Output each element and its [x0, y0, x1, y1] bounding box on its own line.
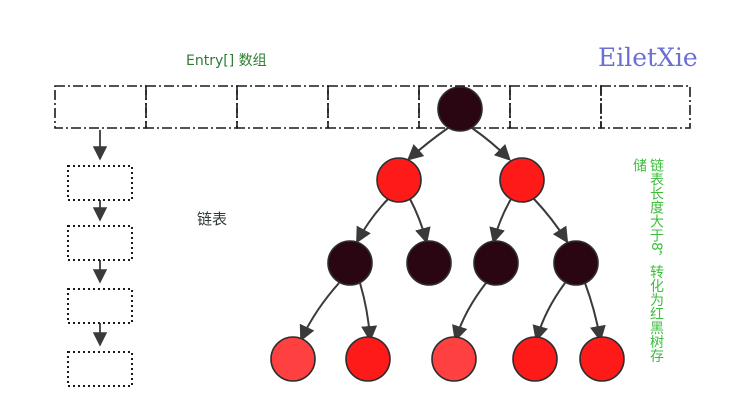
tree-node-red [512, 336, 558, 382]
tree-conversion-note: 链表长度大于8，转化为红黑树存储 [631, 158, 664, 363]
array-slot [236, 85, 329, 129]
red-black-tree [270, 86, 625, 382]
tree-node-black [327, 240, 373, 286]
tree-node-red [270, 336, 316, 382]
tree-edge [489, 198, 512, 244]
tree-edge [356, 198, 389, 244]
list-node [67, 225, 133, 261]
tree-node-red [345, 336, 391, 382]
array-slot [418, 85, 511, 129]
tree-edge [584, 282, 606, 342]
tree-node-red [579, 336, 625, 382]
tree-node-red [431, 336, 477, 382]
list-node [67, 288, 133, 324]
tree-edge [533, 198, 569, 244]
array-slot [509, 85, 602, 129]
tree-edge [359, 282, 378, 342]
tree-node-black [473, 240, 519, 286]
list-node [67, 351, 133, 387]
tree-edge [299, 282, 340, 342]
array-slot [600, 85, 691, 129]
linked-list [67, 130, 133, 387]
tree-node-black [553, 240, 599, 286]
array-slot [54, 85, 147, 129]
tree-node-black [437, 86, 483, 132]
array-title: Entry[] 数组 [186, 53, 267, 69]
watermark: EiletXie [598, 43, 698, 72]
tree-node-red [376, 157, 422, 203]
entry-array [54, 85, 691, 129]
array-slot [145, 85, 238, 129]
tree-edge [409, 198, 431, 244]
tree-edge [452, 282, 487, 342]
tree-edge [532, 282, 566, 342]
linked-list-label: 链表 [197, 210, 228, 228]
tree-node-red [499, 157, 545, 203]
tree-edge [407, 127, 449, 161]
array-slot [327, 85, 420, 129]
tree-edges [299, 127, 606, 342]
tree-edge [471, 127, 511, 161]
list-node [67, 165, 133, 201]
tree-node-black [406, 240, 452, 286]
